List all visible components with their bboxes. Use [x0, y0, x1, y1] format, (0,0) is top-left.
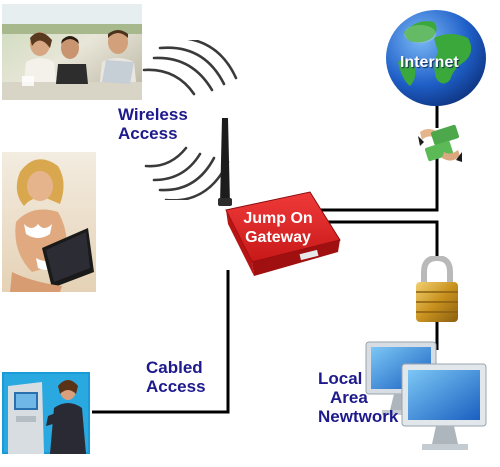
antenna-icon: [218, 118, 232, 206]
cabled-access-label: Cabled Access: [146, 358, 206, 396]
cabled-label-line2: Access: [146, 377, 206, 396]
monitors-icon: [365, 341, 487, 450]
cafe-laptop-users-photo: [2, 4, 142, 100]
gateway-device-icon: [225, 191, 341, 276]
wireless-access-label: Wireless Access: [118, 105, 188, 143]
cabled-label-line1: Cabled: [146, 358, 203, 377]
gateway-label: Jump On Gateway: [228, 209, 328, 247]
padlock-icon: [416, 256, 458, 322]
gateway-label-line2: Gateway: [245, 229, 311, 246]
lan-label-line3: Newtwork: [318, 407, 399, 426]
globe-icon: [386, 10, 486, 106]
lan-label-line1: Local: [318, 369, 363, 388]
kiosk-photo: [2, 372, 90, 454]
lan-label-line2: Area: [330, 388, 368, 407]
wire-gateway-lan: [316, 220, 439, 260]
wire-gateway-internet: [316, 150, 439, 212]
wire-gateway-cabled: [92, 270, 230, 414]
wireless-label-line1: Wireless: [118, 105, 188, 124]
beach-laptop-photo: [2, 152, 96, 292]
gateway-label-line1: Jump On: [243, 210, 313, 227]
money-exchange-icon: [418, 124, 462, 162]
lan-label: Local Area Newtwork: [318, 369, 398, 426]
internet-label: Internet: [400, 54, 459, 71]
wireless-label-line2: Access: [118, 124, 178, 143]
